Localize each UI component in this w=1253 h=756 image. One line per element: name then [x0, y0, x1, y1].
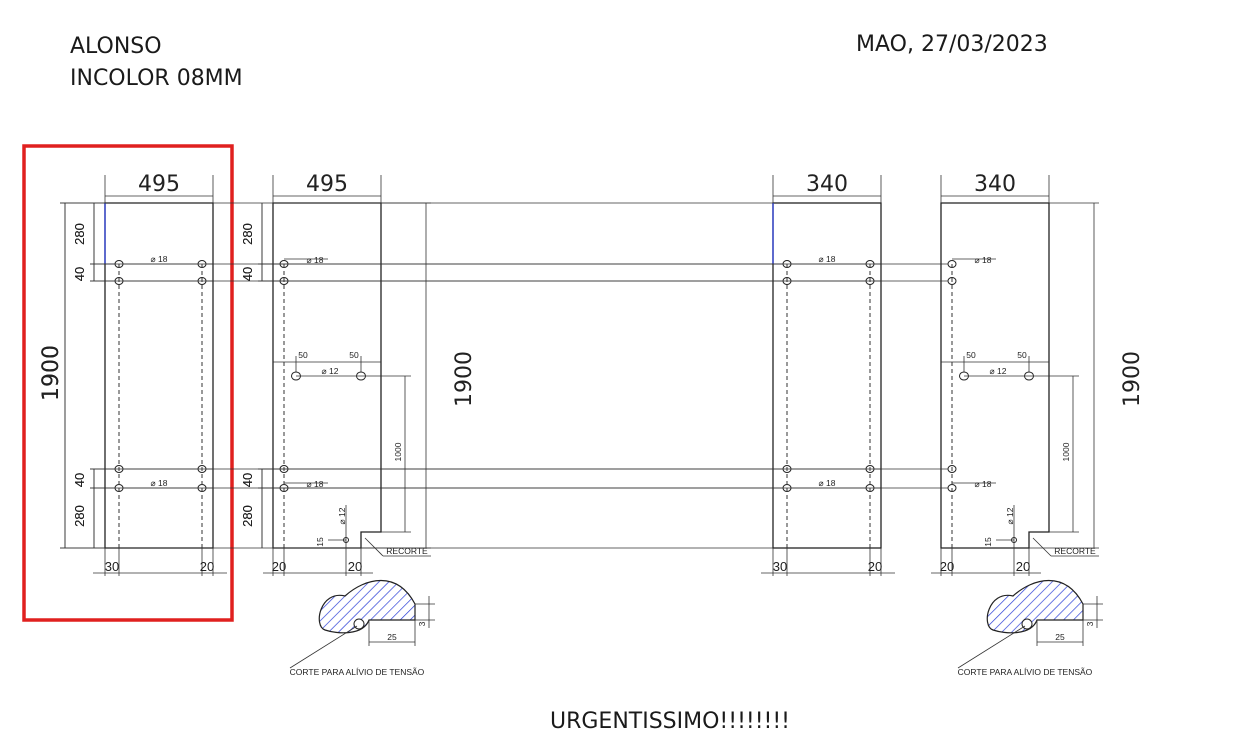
- hole-spacing-bottom: 40: [72, 473, 87, 487]
- small-hole-label: ⌀ 12: [1005, 507, 1015, 524]
- hole-spacing-top: 40: [72, 267, 87, 281]
- top-margin-label: 280: [72, 223, 87, 245]
- left-offset-label: 20: [272, 559, 286, 574]
- relief-section: [986, 579, 1084, 634]
- hole-label-top: ⌀ 18: [151, 254, 168, 264]
- relief-hole: [353, 618, 365, 630]
- relief-width-label: 25: [1055, 632, 1065, 642]
- relief-section: [318, 579, 416, 634]
- width-label: 340: [974, 172, 1016, 197]
- relief-height-label: 3: [417, 621, 427, 626]
- handle-height-label: 1000: [393, 442, 403, 461]
- bottom-margin-label: 280: [72, 505, 87, 527]
- recess-leader: [1032, 537, 1052, 557]
- handle-offset-left: 50: [298, 350, 308, 360]
- panel-fixed-0: 495 1900 ⌀ 18 ⌀ 18 280 40 40 280 30 20: [39, 172, 227, 576]
- hole-label-bottom: ⌀ 18: [307, 479, 324, 489]
- hole-label-bottom: ⌀ 18: [975, 479, 992, 489]
- bottom-margin-label: 280: [240, 505, 255, 527]
- height-label: 1900: [39, 345, 64, 401]
- right-offset-label: 20: [868, 559, 882, 574]
- panel-door-1: 495 1900 ⌀ 18 ⌀ 18 280 40 40 280 50 50 ⌀ 12 1000 ⌀ 1…: [240, 172, 477, 677]
- left-offset-label: 20: [940, 559, 954, 574]
- height-label: 1900: [1120, 351, 1145, 407]
- width-label: 495: [138, 172, 180, 197]
- recess-label: RECORTE: [1054, 546, 1096, 556]
- left-offset-label: 30: [773, 559, 787, 574]
- glass-spec: INCOLOR 08MM: [70, 66, 243, 91]
- small-offset-label: 15: [315, 537, 325, 547]
- small-hole-label: ⌀ 12: [337, 507, 347, 524]
- height-label: 1900: [39, 345, 64, 401]
- hole-label-top: ⌀ 18: [975, 255, 992, 265]
- width-label: 495: [306, 172, 348, 197]
- hole-spacing-bottom: 40: [240, 473, 255, 487]
- hole-spacing-bottom: 40: [72, 473, 87, 487]
- relief-height-label: 3: [1085, 621, 1095, 626]
- hole-spacing-top: 40: [240, 267, 255, 281]
- hole-spacing-top: 40: [240, 267, 255, 281]
- right-offset-label: 20: [348, 559, 362, 574]
- handle-hole-label: ⌀ 12: [322, 366, 339, 376]
- bottom-margin-label: 280: [240, 505, 255, 527]
- urgent-note: URGENTISSIMO!!!!!!!!: [550, 709, 790, 734]
- hole-label-top: ⌀ 18: [819, 254, 836, 264]
- top-margin-label: 280: [240, 223, 255, 245]
- place-date: MAO, 27/03/2023: [856, 32, 1048, 57]
- relief-leader: [289, 625, 358, 669]
- top-margin-label: 280: [240, 223, 255, 245]
- hole-label-bottom: ⌀ 18: [151, 478, 168, 488]
- hole-label-bottom: ⌀ 18: [819, 478, 836, 488]
- relief-caption: CORTE PARA ALÍVIO DE TENSÃO: [290, 667, 425, 677]
- top-margin-label: 280: [72, 223, 87, 245]
- relief-leader: [957, 625, 1026, 669]
- hole-spacing-top: 40: [72, 267, 87, 281]
- width-label: 340: [806, 172, 848, 197]
- handle-height-label: 1000: [1061, 442, 1071, 461]
- right-offset-label: 20: [200, 559, 214, 574]
- height-label: 1900: [452, 351, 477, 407]
- hole-label-top: ⌀ 18: [307, 255, 324, 265]
- highlight-frame: [22, 144, 234, 622]
- relief-width-label: 25: [387, 632, 397, 642]
- right-offset-label: 20: [1016, 559, 1030, 574]
- small-offset-label: 15: [983, 537, 993, 547]
- handle-offset-right: 50: [1017, 350, 1027, 360]
- client-name: ALONSO: [70, 34, 162, 59]
- relief-hole: [1021, 618, 1033, 630]
- recess-label: RECORTE: [386, 546, 428, 556]
- left-offset-label: 30: [105, 559, 119, 574]
- panel-outline: [772, 202, 882, 549]
- handle-hole-label: ⌀ 12: [990, 366, 1007, 376]
- hole-spacing-bottom: 40: [240, 473, 255, 487]
- handle-offset-left: 50: [966, 350, 976, 360]
- bottom-margin-label: 280: [72, 505, 87, 527]
- relief-caption: CORTE PARA ALÍVIO DE TENSÃO: [958, 667, 1093, 677]
- handle-offset-right: 50: [349, 350, 359, 360]
- recess-leader: [364, 537, 384, 557]
- panel-door-3: 340 1900 ⌀ 18 ⌀ 18 280 40 40 280 50 50 ⌀ 12 1000 ⌀ 1…: [240, 172, 1145, 677]
